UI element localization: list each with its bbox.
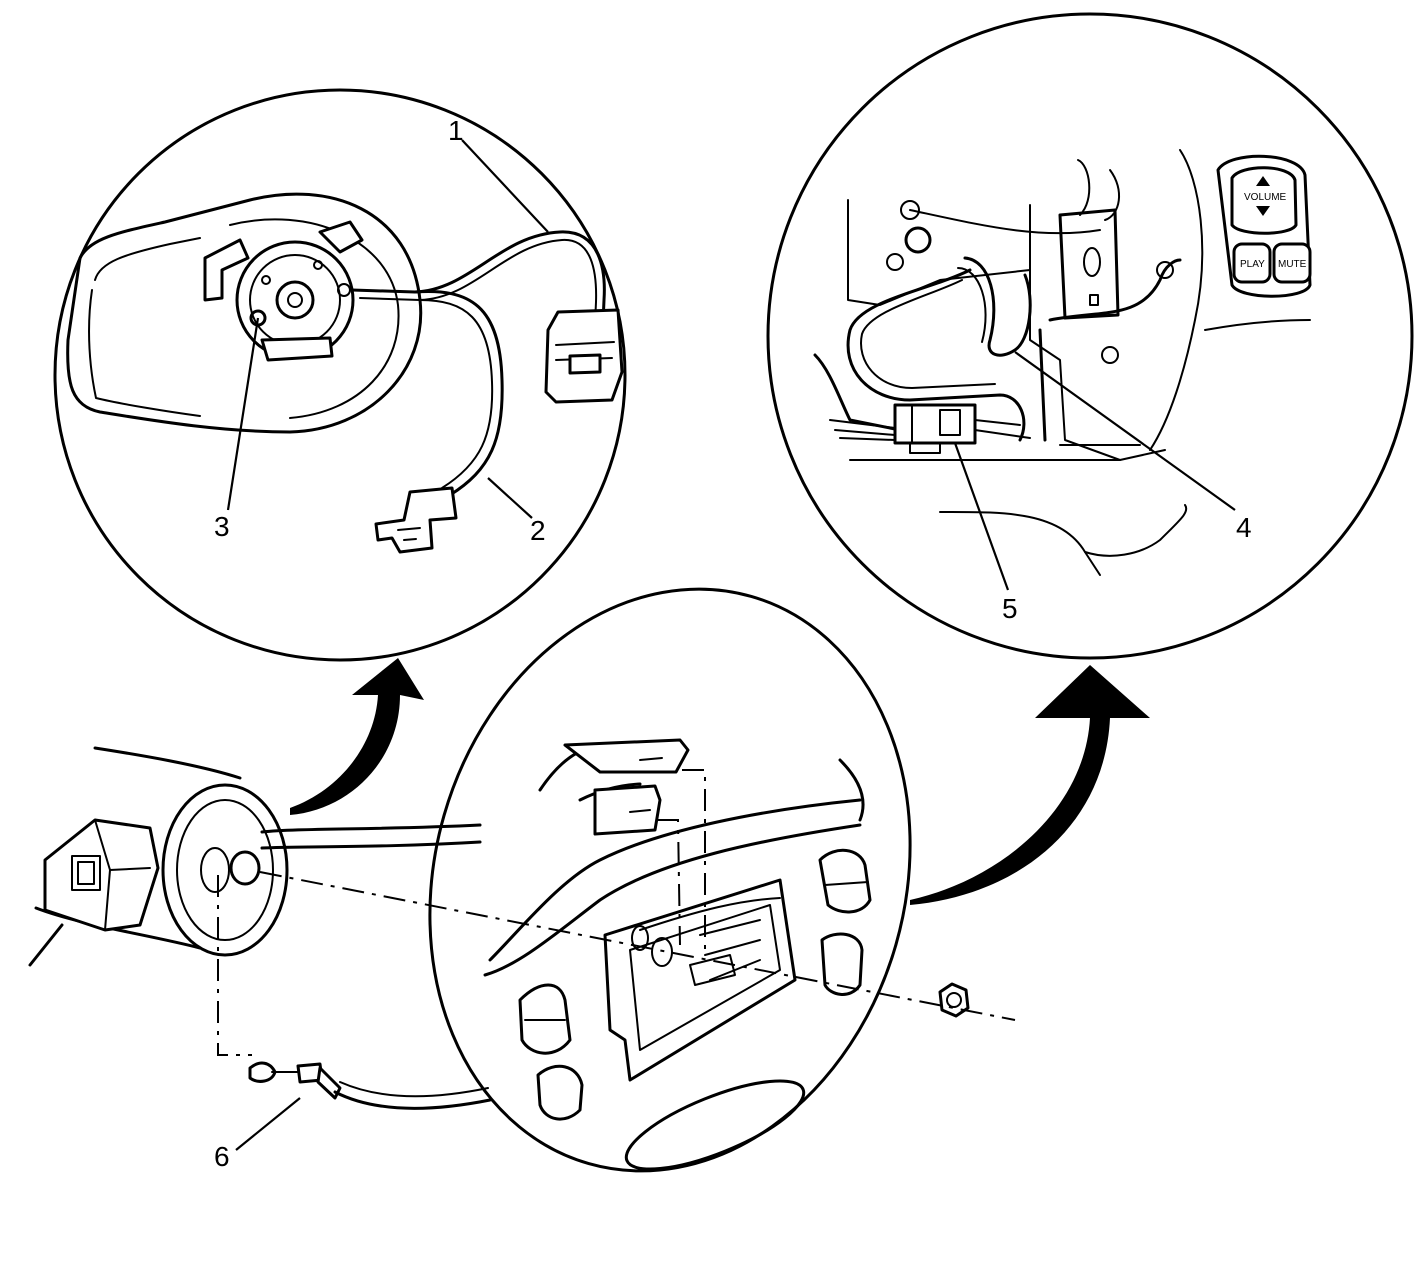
coil-assembly (203, 220, 364, 362)
hub-nut (938, 982, 970, 1018)
callout-6: 6 (214, 1141, 230, 1172)
callout-1: 1 (448, 115, 464, 146)
steering-wheel (428, 587, 970, 1173)
volume-label: VOLUME (1244, 192, 1287, 203)
audio-control-switch: VOLUME PLAY MUTE (1216, 154, 1312, 298)
callout-2: 2 (530, 515, 546, 546)
right-harness-4 (963, 256, 1032, 357)
detail-circle-right: VOLUME PLAY MUTE (766, 12, 1414, 660)
volume-button (1230, 166, 1298, 235)
volume-down-icon (1256, 206, 1270, 216)
wheel-hub (603, 878, 797, 1082)
wheel-connector-mid (593, 784, 662, 836)
callout-5: 5 (1002, 593, 1018, 624)
mute-button (1272, 242, 1312, 284)
callout-4: 4 (1236, 512, 1252, 543)
coil-harness-2 (413, 289, 504, 497)
steering-column (28, 746, 482, 967)
coil-harness-1 (350, 230, 606, 348)
detail-circle-left (53, 88, 627, 662)
connector-5 (893, 403, 977, 445)
column-shroud (43, 818, 160, 932)
arrow-to-right-detail (910, 665, 1150, 905)
wheel-back-housing (66, 192, 423, 434)
play-button (1232, 242, 1272, 284)
arrow-to-left-detail (290, 658, 424, 815)
bracket (1058, 208, 1120, 320)
volume-up-icon (1256, 176, 1270, 186)
wheel-connector-top (563, 738, 690, 774)
connector-2 (374, 486, 458, 554)
horn-lead (235, 1061, 492, 1151)
callout-3: 3 (214, 511, 230, 542)
play-label: PLAY (1240, 259, 1265, 270)
mute-label: MUTE (1278, 259, 1307, 270)
